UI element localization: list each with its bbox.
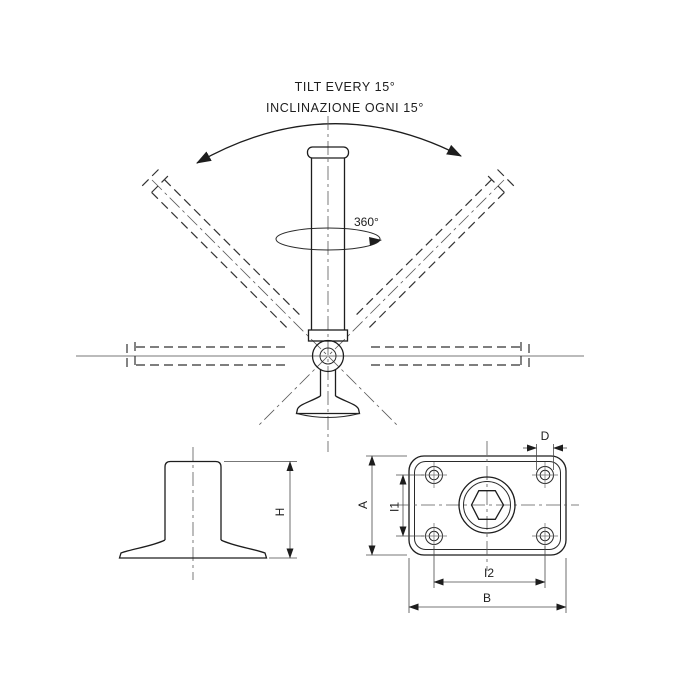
tilt-arc-arrow [196, 123, 462, 164]
tilt-label-it: INCLINAZIONE OGNI 15° [266, 101, 424, 115]
screw-hole-top-right [532, 462, 558, 488]
side-base-flange [118, 539, 268, 559]
pivot-ball-inner [319, 347, 337, 365]
rotation-arrowhead-icon [369, 237, 382, 246]
screw-hole-bottom-right [532, 523, 558, 549]
boss-outer-circle [458, 476, 516, 534]
hex-socket [470, 490, 505, 520]
tilt-label-en: TILT EVERY 15° [295, 80, 396, 94]
rotation-label: 360° [354, 215, 379, 229]
dimension-B-label: B [483, 591, 491, 605]
rotation-indicator: 360° [275, 215, 382, 251]
main-view: TILT EVERY 15° INCLINAZIONE OGNI 15° [76, 80, 584, 452]
dimension-A: A [356, 455, 407, 556]
dimension-I1: I1 [388, 474, 424, 537]
top-view: D A I1 I2 B [356, 429, 579, 613]
dimension-I2-label: I2 [484, 566, 494, 580]
screw-hole-top-left [421, 462, 447, 488]
tube-top-cap [306, 146, 350, 159]
dimension-A-label: A [356, 501, 370, 509]
phantom-tube-left [126, 342, 285, 370]
boss-inner-circle [463, 481, 511, 529]
diagonal-axis-left [151, 179, 399, 427]
dimension-B: B [408, 558, 567, 613]
side-tube-stub [164, 460, 222, 540]
pivot-joint [311, 339, 345, 373]
dimension-I1-label: I1 [388, 502, 402, 512]
base-flange-front [295, 370, 361, 418]
side-view: H [118, 447, 297, 580]
phantom-tube-right [371, 342, 530, 370]
mounting-plate-inner [414, 461, 561, 550]
dimension-D: D [523, 429, 567, 470]
tube [306, 146, 350, 342]
dimension-H-label: H [273, 508, 287, 517]
central-hex-boss [458, 476, 516, 534]
screw-hole-bottom-left [421, 523, 447, 549]
rotation-ellipse [275, 227, 381, 251]
pivot-ball [311, 339, 345, 373]
phantom-tube-upper-left [141, 169, 300, 328]
dimension-H: H [224, 461, 297, 559]
phantom-tube-upper-right [356, 169, 515, 328]
mounting-plate-outer [408, 455, 567, 556]
diagonal-axis-right [257, 179, 505, 427]
dimension-D-label: D [541, 429, 550, 443]
dimension-I2: I2 [433, 546, 546, 588]
